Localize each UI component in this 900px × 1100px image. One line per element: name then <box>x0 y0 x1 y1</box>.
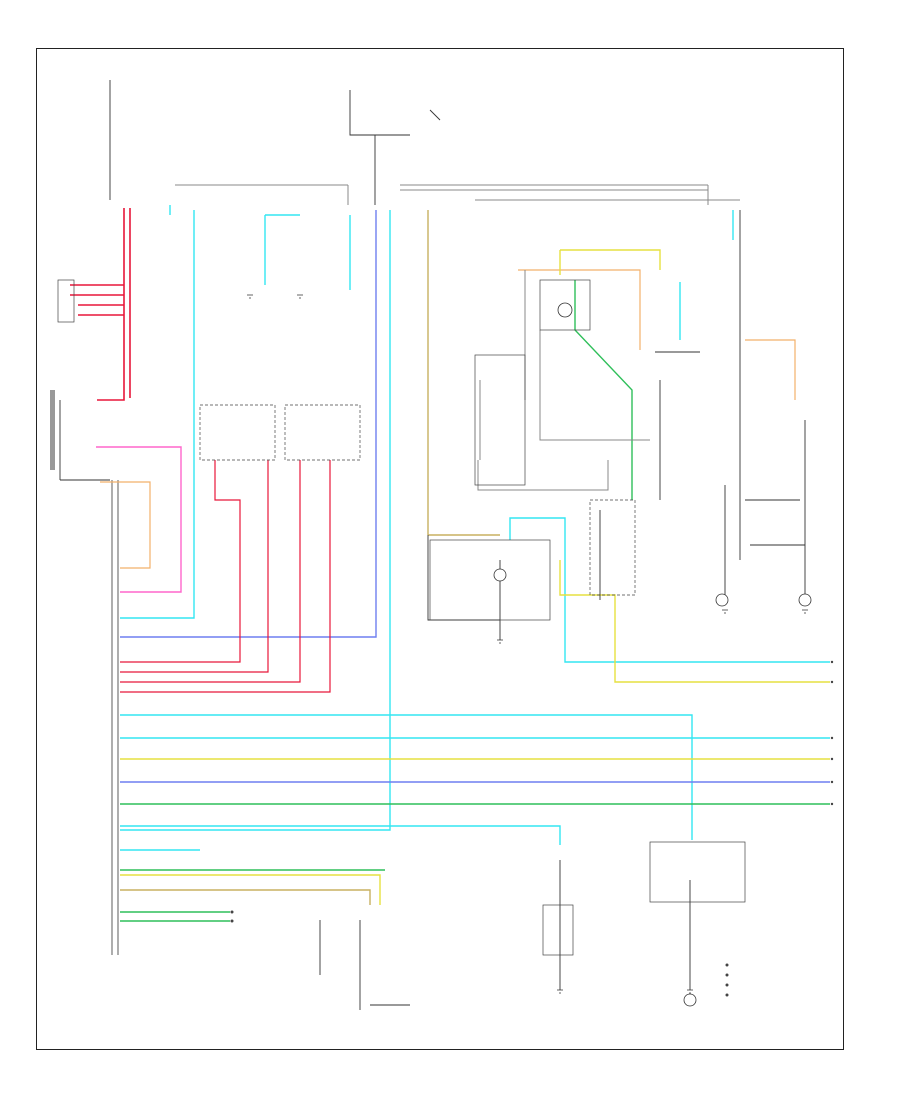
cyan-wires <box>120 205 830 851</box>
fuse-block <box>589 499 636 596</box>
red-wire <box>120 460 331 693</box>
red-wire <box>97 208 125 401</box>
yellow-wires <box>120 249 830 905</box>
pink-wire <box>96 446 182 593</box>
lamp-bulb-left <box>715 593 729 607</box>
red-wire <box>120 460 241 663</box>
right-switch-box <box>649 841 746 903</box>
left-connector-column <box>50 390 119 955</box>
relay-center <box>539 279 591 331</box>
tan-wire <box>120 889 371 905</box>
relay-block-left <box>199 404 276 461</box>
gray-bus <box>175 184 740 491</box>
lamp-module <box>474 354 526 486</box>
yellow-wire <box>120 874 381 905</box>
cyan-wire <box>509 517 830 663</box>
lamps <box>493 302 812 1007</box>
blue-wire <box>120 210 377 638</box>
legend-notes <box>725 963 729 997</box>
components <box>57 279 746 956</box>
red-wire <box>120 460 269 673</box>
orange-wire <box>100 481 151 569</box>
relay-coil <box>557 302 573 318</box>
blue-wires <box>120 210 830 783</box>
cyan-wire <box>120 825 561 845</box>
lamp-bulb-right <box>798 593 812 607</box>
yellow-wire <box>559 560 830 683</box>
cyan-wire <box>120 210 195 619</box>
lamp-bulb-bottom <box>683 993 697 1007</box>
diagram-frame <box>36 48 844 1050</box>
right-edge-arrows <box>230 660 834 923</box>
orange-wire <box>100 269 796 569</box>
headlamp-switch <box>57 279 75 323</box>
lamp-bulb-center <box>493 568 507 582</box>
red-headlamp-wires <box>70 208 131 401</box>
green-wire <box>574 280 633 500</box>
green-wires <box>120 280 830 922</box>
orange-wire <box>745 339 796 400</box>
ground-symbols <box>247 294 808 994</box>
cyan-wire <box>120 714 693 840</box>
tan-wires <box>120 210 500 905</box>
red-wire <box>120 460 301 683</box>
pink-wire <box>96 446 182 593</box>
black-wires <box>59 80 806 1010</box>
lower-lamp-box <box>429 539 551 621</box>
relay-block-right <box>284 404 361 461</box>
yellow-wire <box>560 249 661 270</box>
turn-signal-module <box>542 904 574 956</box>
red-output-wires <box>120 460 331 693</box>
orange-wire <box>518 269 641 350</box>
module-edge <box>50 390 55 470</box>
cyan-wire <box>120 210 391 831</box>
